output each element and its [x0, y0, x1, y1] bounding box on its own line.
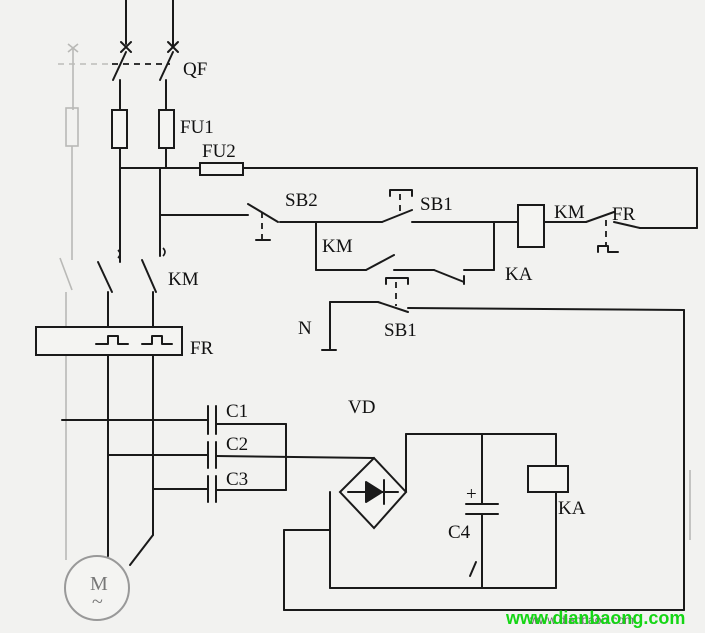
label-fu2: FU2 — [202, 141, 236, 162]
label-fr-contact: FR — [612, 204, 636, 225]
label-fu1: FU1 — [180, 117, 214, 138]
km-hook-l3 — [162, 247, 166, 257]
label-sb1-bottom: SB1 — [384, 320, 417, 341]
label-ka-coil: KA — [558, 498, 586, 519]
label-plus: + — [466, 484, 477, 505]
label-c2: C2 — [226, 434, 248, 455]
label-c1: C1 — [226, 401, 248, 422]
label-c4: C4 — [448, 522, 471, 543]
phase-l3 — [129, 0, 179, 566]
label-km-coil: KM — [554, 202, 585, 223]
capacitor-bank — [61, 405, 375, 503]
motor — [64, 534, 130, 621]
label-km-holding: KM — [322, 236, 353, 257]
label-motor: M — [90, 573, 108, 595]
label-ka-contact: KA — [505, 264, 533, 285]
fr-thermal-relay — [35, 326, 183, 356]
label-sb2: SB2 — [285, 190, 318, 211]
label-qf: QF — [183, 59, 207, 80]
label-c3: C3 — [226, 469, 248, 490]
control-circuit — [119, 162, 698, 611]
label-motor-tilde: ~ — [92, 591, 103, 613]
watermark-text: www.dianbaong.com — [505, 608, 685, 628]
km-hook-l2 — [117, 249, 121, 259]
label-n: N — [298, 318, 312, 339]
watermark-small: www.dianbaon.com — [529, 613, 634, 627]
label-km-main: KM — [168, 269, 199, 290]
label-sb1-top: SB1 — [420, 194, 453, 215]
phase-l1-faint — [59, 43, 79, 560]
label-fr-relay: FR — [190, 338, 214, 359]
label-vd: VD — [348, 397, 375, 418]
smoothing-and-relay — [465, 433, 569, 589]
